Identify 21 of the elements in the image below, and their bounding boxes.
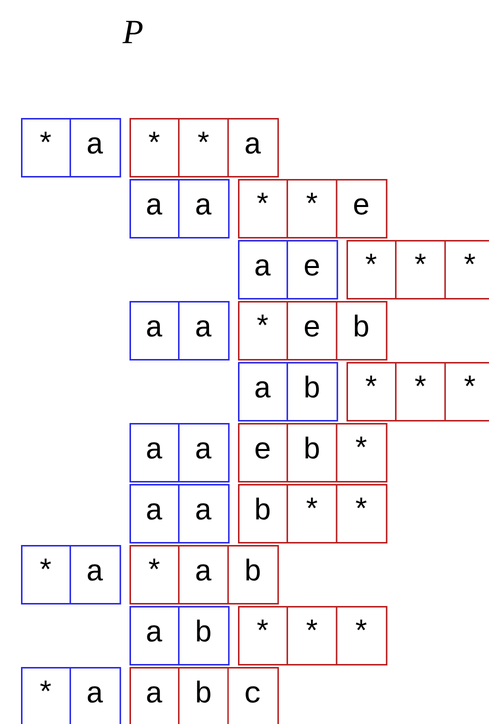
letter-box: * * a xyxy=(130,118,279,178)
letter-box: * a xyxy=(21,667,122,724)
letter-box: a a xyxy=(130,179,230,238)
letter-box: a b c xyxy=(130,667,279,724)
letter-box: * a xyxy=(21,118,122,178)
title: P xyxy=(122,20,143,44)
letter-box: * a b xyxy=(130,545,279,604)
letter-box: a b xyxy=(238,362,338,422)
letter-box: * e b xyxy=(238,301,388,360)
letter-box: a e xyxy=(238,240,338,300)
letter-box: a a xyxy=(130,301,230,360)
letter-box: * * * xyxy=(238,606,388,666)
letter-box: * * * xyxy=(346,240,489,300)
letter-box: a b xyxy=(130,606,230,666)
letter-box: * a xyxy=(21,545,122,604)
letter-box: e b * xyxy=(238,423,388,482)
letter-box: * * e xyxy=(238,179,388,238)
letter-box: a a xyxy=(130,423,230,482)
letter-box: * * * xyxy=(346,362,489,422)
letter-box: b * * xyxy=(238,484,388,544)
letter-box: a a xyxy=(130,484,230,544)
